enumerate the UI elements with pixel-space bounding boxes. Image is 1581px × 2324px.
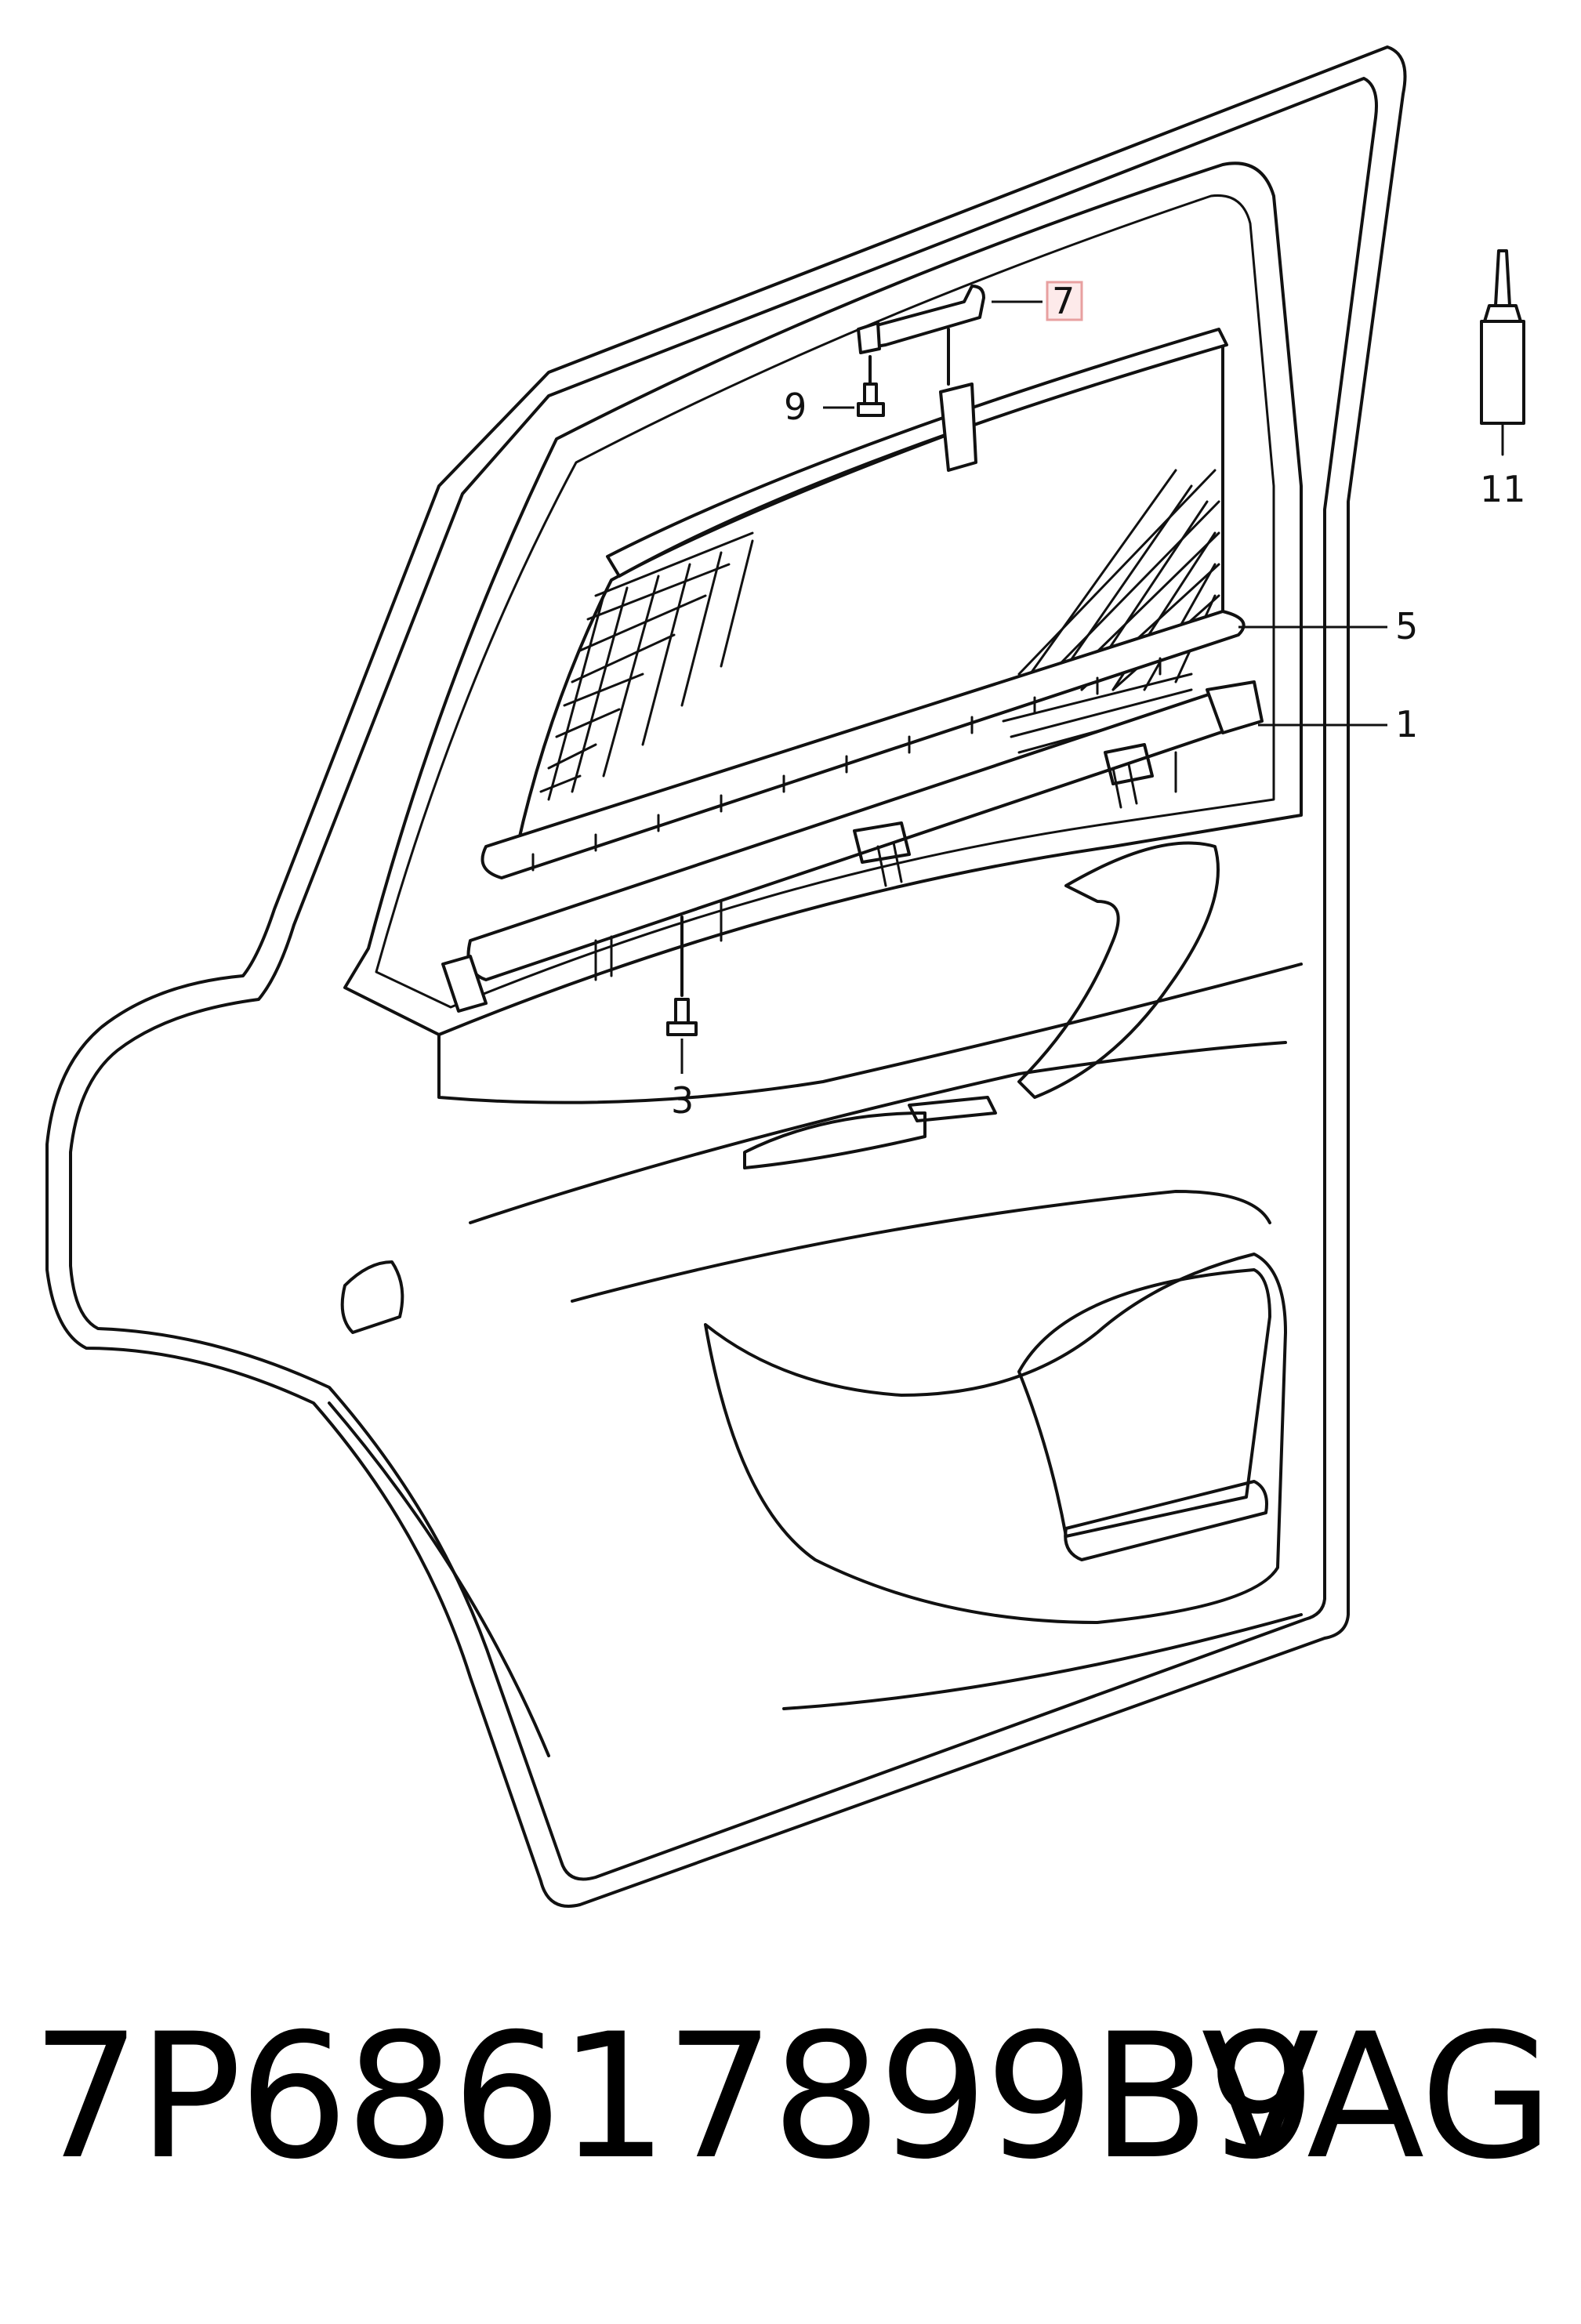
callout-1[interactable]: 1 — [1395, 703, 1418, 745]
callout-11[interactable]: 11 — [1480, 468, 1526, 510]
screw-part-9 — [857, 355, 885, 417]
brand-text: VAG — [1201, 1996, 1554, 2197]
callout-7-highlight — [1046, 281, 1083, 321]
callout-9[interactable]: 9 — [784, 386, 807, 428]
guide-rail-part-5 — [480, 610, 1246, 879]
callout-labels: 7 9 5 1 3 11 — [671, 280, 1526, 1122]
door-panel — [45, 45, 1407, 1908]
callout-7[interactable]: 7 — [1052, 280, 1075, 322]
sunshade-blind — [516, 328, 1228, 848]
callout-3[interactable]: 3 — [671, 1079, 694, 1122]
footer: 7P68617899B9 VAG — [31, 1995, 1554, 2199]
roller-cassette-part-1 — [441, 680, 1264, 1013]
callout-leaders — [680, 300, 1387, 1074]
screw-part-3 — [666, 915, 698, 1036]
callout-5[interactable]: 5 — [1395, 605, 1418, 647]
adhesive-bottle-part-11 — [1480, 249, 1525, 456]
hook-part-7 — [857, 285, 985, 354]
part-number-text: 7P68617899B9 — [31, 1996, 1316, 2197]
